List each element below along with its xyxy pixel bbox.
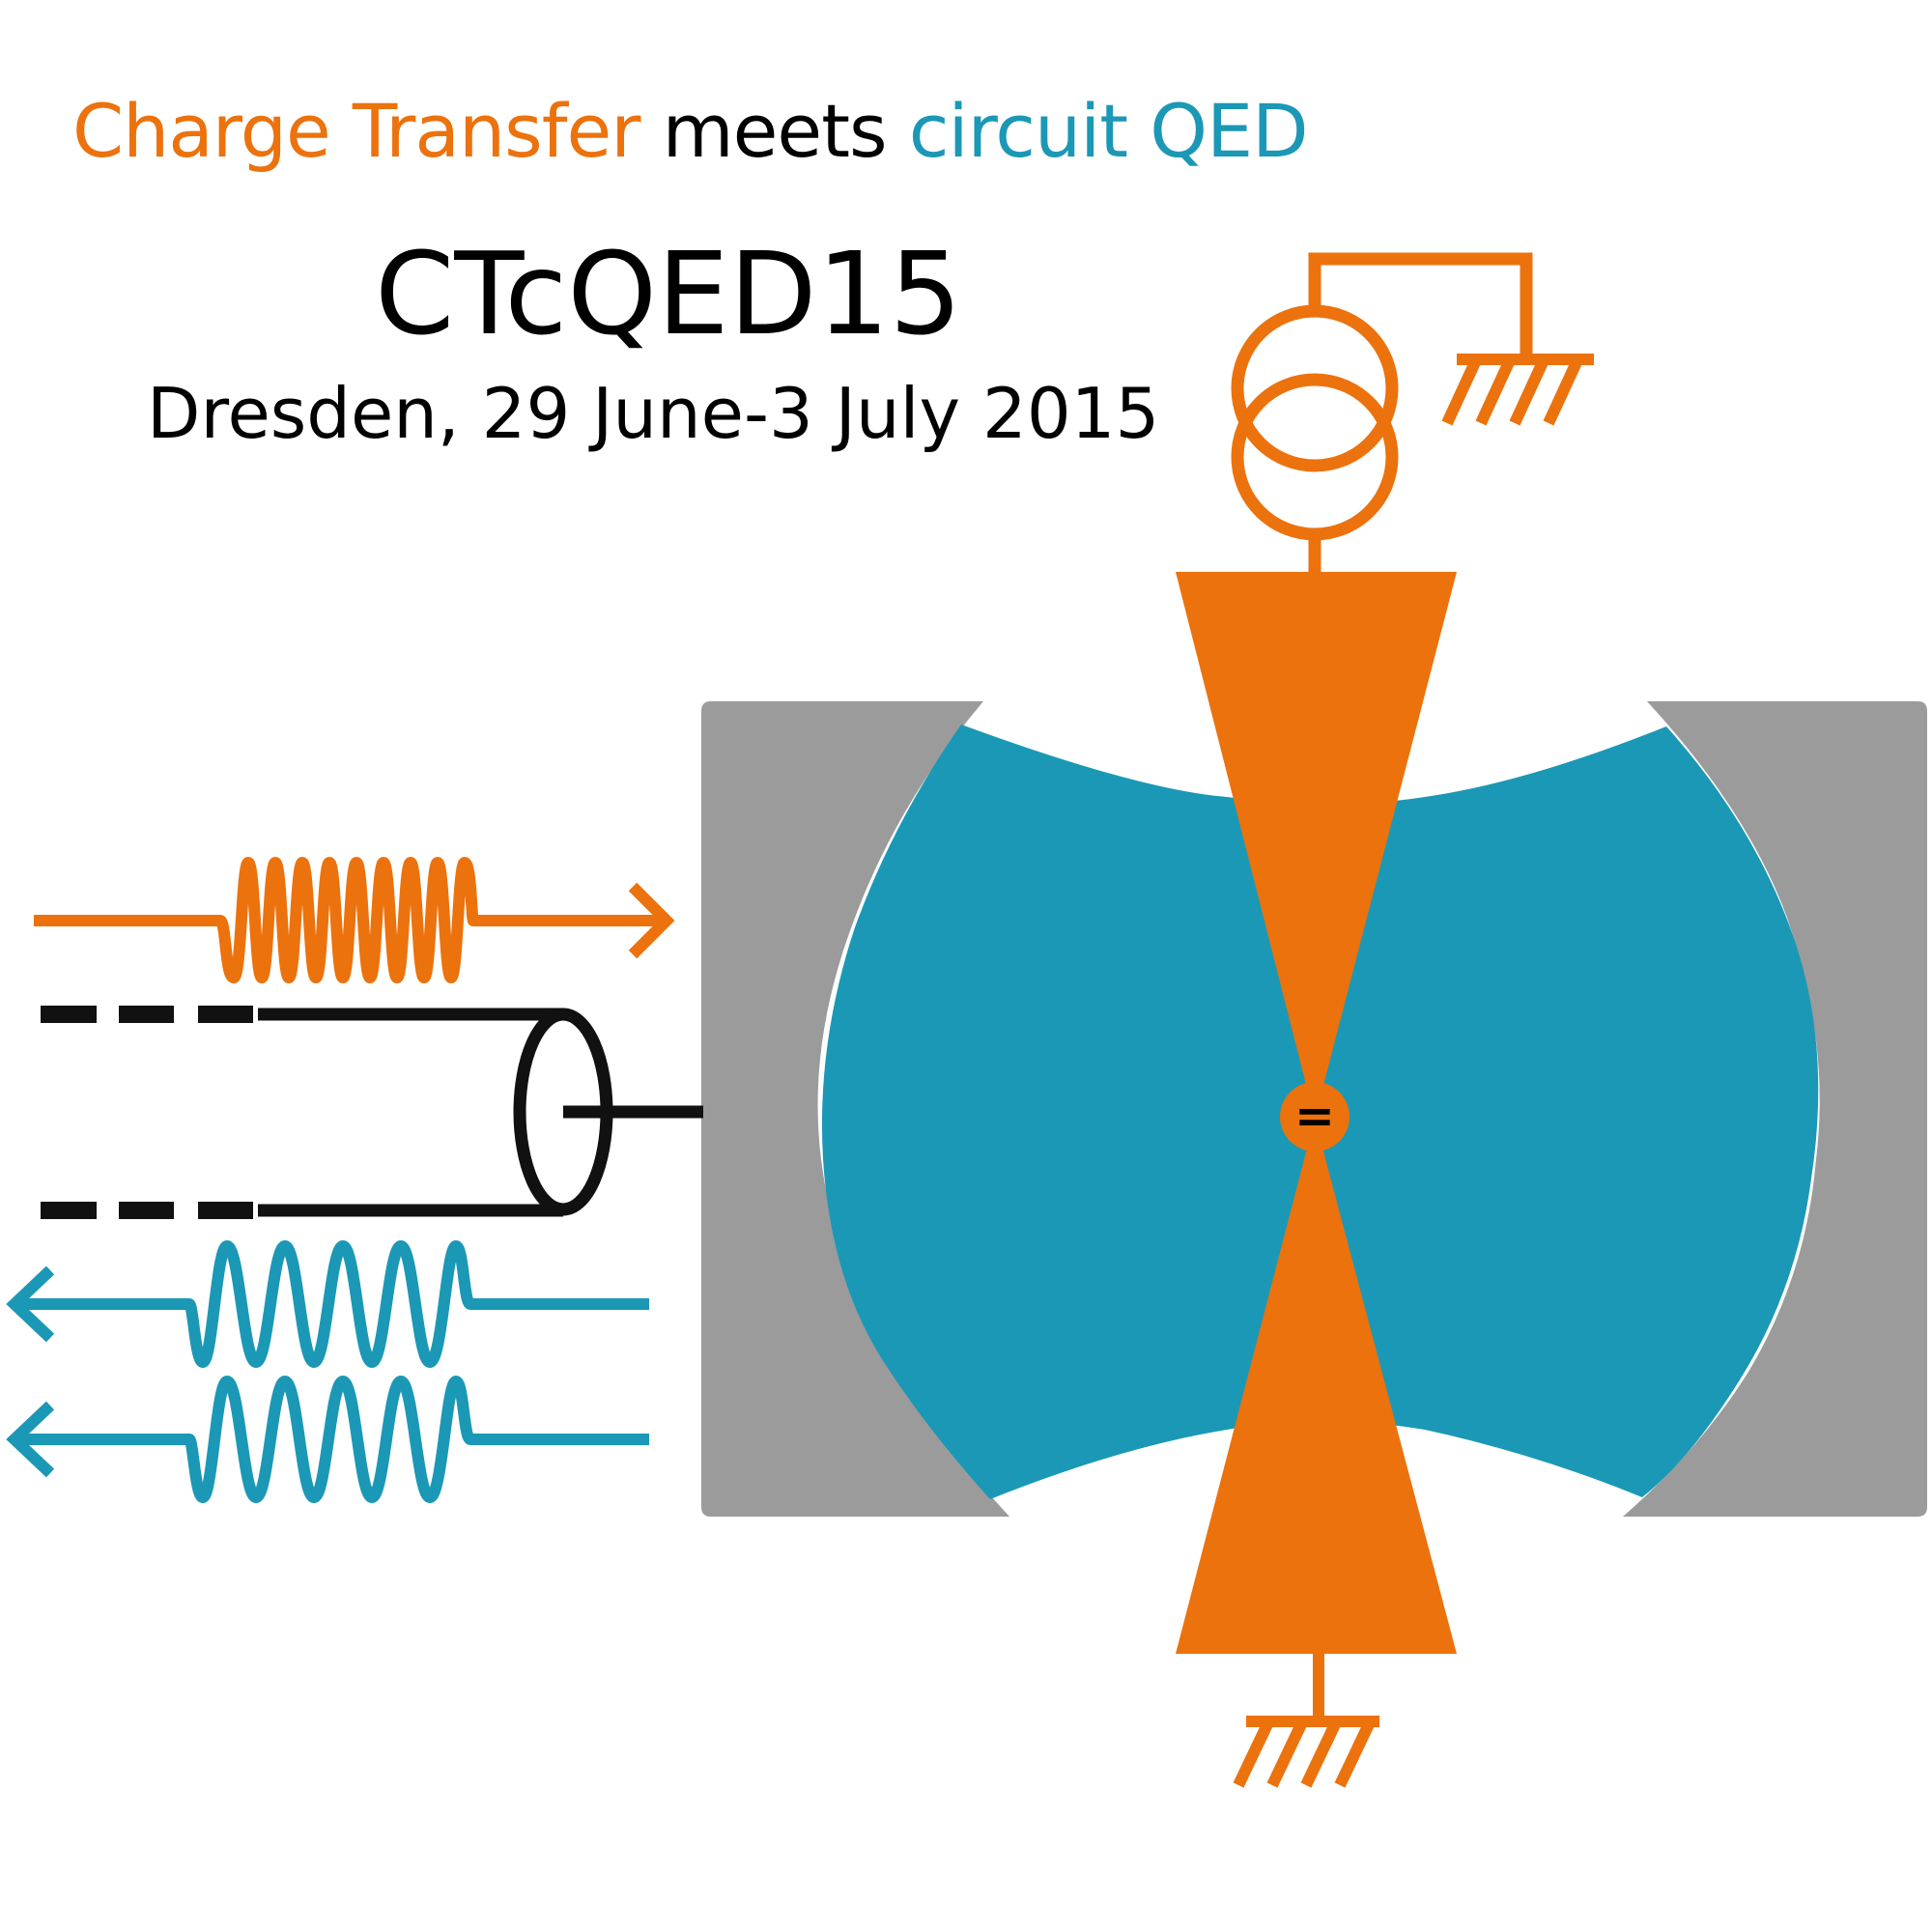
- current-source: [1231, 252, 1533, 578]
- electron-symbol: =: [1294, 1088, 1335, 1144]
- outgoing-signal-1: [6, 1239, 649, 1369]
- ground-bottom-icon: [1233, 1654, 1379, 1788]
- outgoing-wave-2: [14, 1375, 649, 1504]
- ground-top-icon: [1441, 354, 1594, 426]
- source-coil-bottom: [1231, 373, 1399, 541]
- charge-electrodes: =: [1176, 572, 1457, 1654]
- title-charge-transfer: Charge Transfer: [72, 88, 640, 174]
- conference-title: Charge Transfer meets circuit QED: [72, 95, 1309, 168]
- coax-cable: [41, 1006, 703, 1219]
- incoming-wave: [34, 856, 667, 984]
- arrow-right-icon: [628, 882, 675, 959]
- title-circuit-qed: circuit QED: [908, 88, 1309, 174]
- outgoing-wave-1: [14, 1239, 649, 1369]
- top-electrode: [1176, 572, 1457, 1119]
- mirror-left: [701, 701, 1009, 1517]
- arrow-left-icon: [6, 1401, 55, 1478]
- mirror-right: [1623, 701, 1927, 1517]
- electron-dot: [1280, 1082, 1350, 1151]
- source-coil-top: [1231, 304, 1399, 472]
- incoming-signal: [34, 856, 675, 984]
- conference-acronym: CTcQED15: [375, 227, 962, 360]
- bottom-electrode: [1176, 1119, 1457, 1654]
- source-wire: [1308, 252, 1533, 359]
- title-meets: meets: [639, 88, 909, 174]
- cavity-mirrors: [701, 701, 1927, 1517]
- conference-venue-date: Dresden, 29 June-3 July 2015: [147, 373, 1160, 454]
- outgoing-signal-2: [6, 1375, 649, 1504]
- arrow-left-icon: [6, 1265, 55, 1343]
